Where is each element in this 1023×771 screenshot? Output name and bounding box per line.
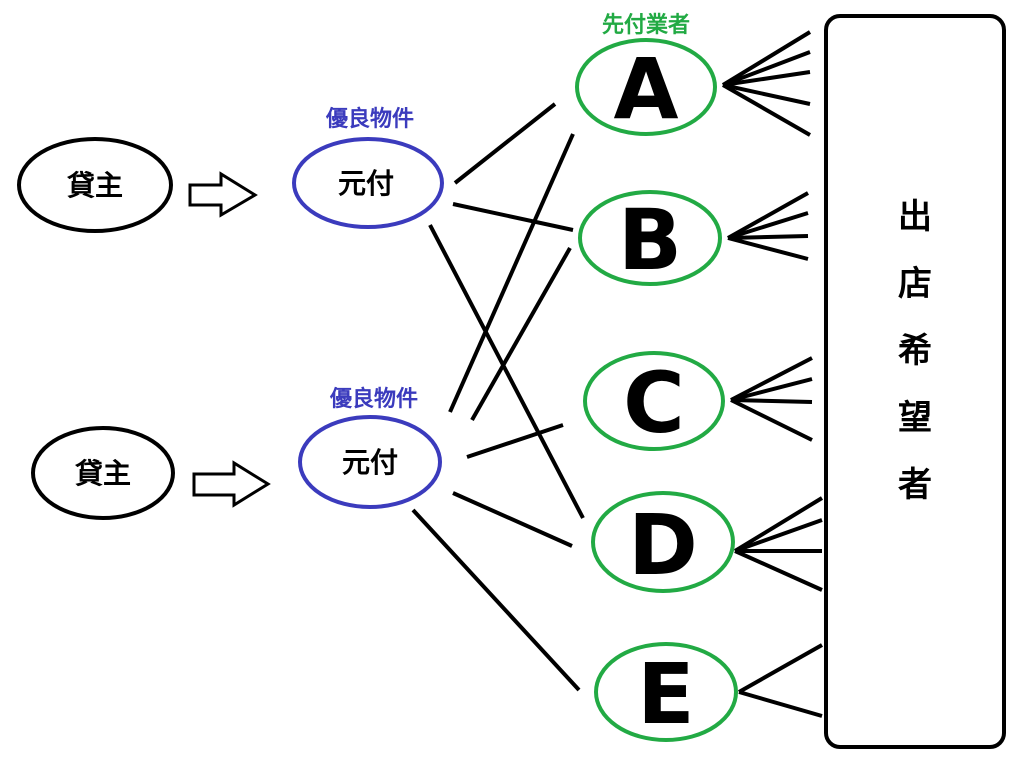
fan-to-d (733, 496, 824, 592)
landlord-node-2: 貸主 (31, 426, 175, 520)
connector-m1-b (452, 202, 574, 232)
agent-node-b: B (578, 190, 722, 289)
fan-to-e (738, 643, 823, 718)
agent-label: E (637, 645, 694, 743)
fan-lines (721, 30, 824, 718)
connection-lines (411, 102, 585, 692)
motozuke-caption: 優良物件 (325, 106, 414, 132)
connector-m1-d (428, 224, 585, 519)
arrow-icon (188, 171, 258, 218)
connector-m2-a (448, 133, 575, 413)
arrow-icon (192, 460, 271, 508)
landlord-label: 貸主 (75, 457, 131, 490)
fan-to-a (721, 30, 812, 137)
sakizuke-caption: 先付業者 (602, 13, 690, 38)
motozuke-label: 元付 (342, 446, 398, 479)
agent-node-d: D (591, 491, 735, 594)
applicant-char: 出 (898, 197, 932, 237)
agent-label: B (618, 191, 682, 289)
connector-m2-b (470, 247, 572, 421)
connector-m1-a (453, 102, 557, 185)
applicant-char: 希 (898, 331, 932, 371)
applicant-box: 出 店 希 望 者 (824, 14, 1006, 749)
fan-to-b (727, 191, 809, 261)
agent-label: C (623, 354, 685, 452)
landlord-label: 貸主 (67, 169, 123, 202)
landlord-node-1: 貸主 (17, 137, 173, 233)
applicant-char: 望 (898, 398, 932, 438)
agent-label: D (628, 496, 698, 594)
applicant-char: 者 (898, 465, 932, 505)
motozuke-node-1: 元付 (292, 137, 444, 229)
connector-m2-c (466, 423, 564, 459)
motozuke-caption: 優良物件 (329, 386, 418, 412)
connector-m2-e (411, 508, 581, 692)
motozuke-label: 元付 (338, 167, 394, 200)
motozuke-node-2: 元付 (298, 415, 442, 509)
agent-node-c: C (583, 351, 725, 452)
agent-node-e: E (594, 642, 738, 743)
agent-label: A (613, 40, 678, 138)
applicant-char: 店 (898, 264, 932, 304)
agent-node-a: A (575, 38, 717, 138)
fan-to-c (730, 356, 813, 442)
connector-m2-d (452, 491, 573, 548)
